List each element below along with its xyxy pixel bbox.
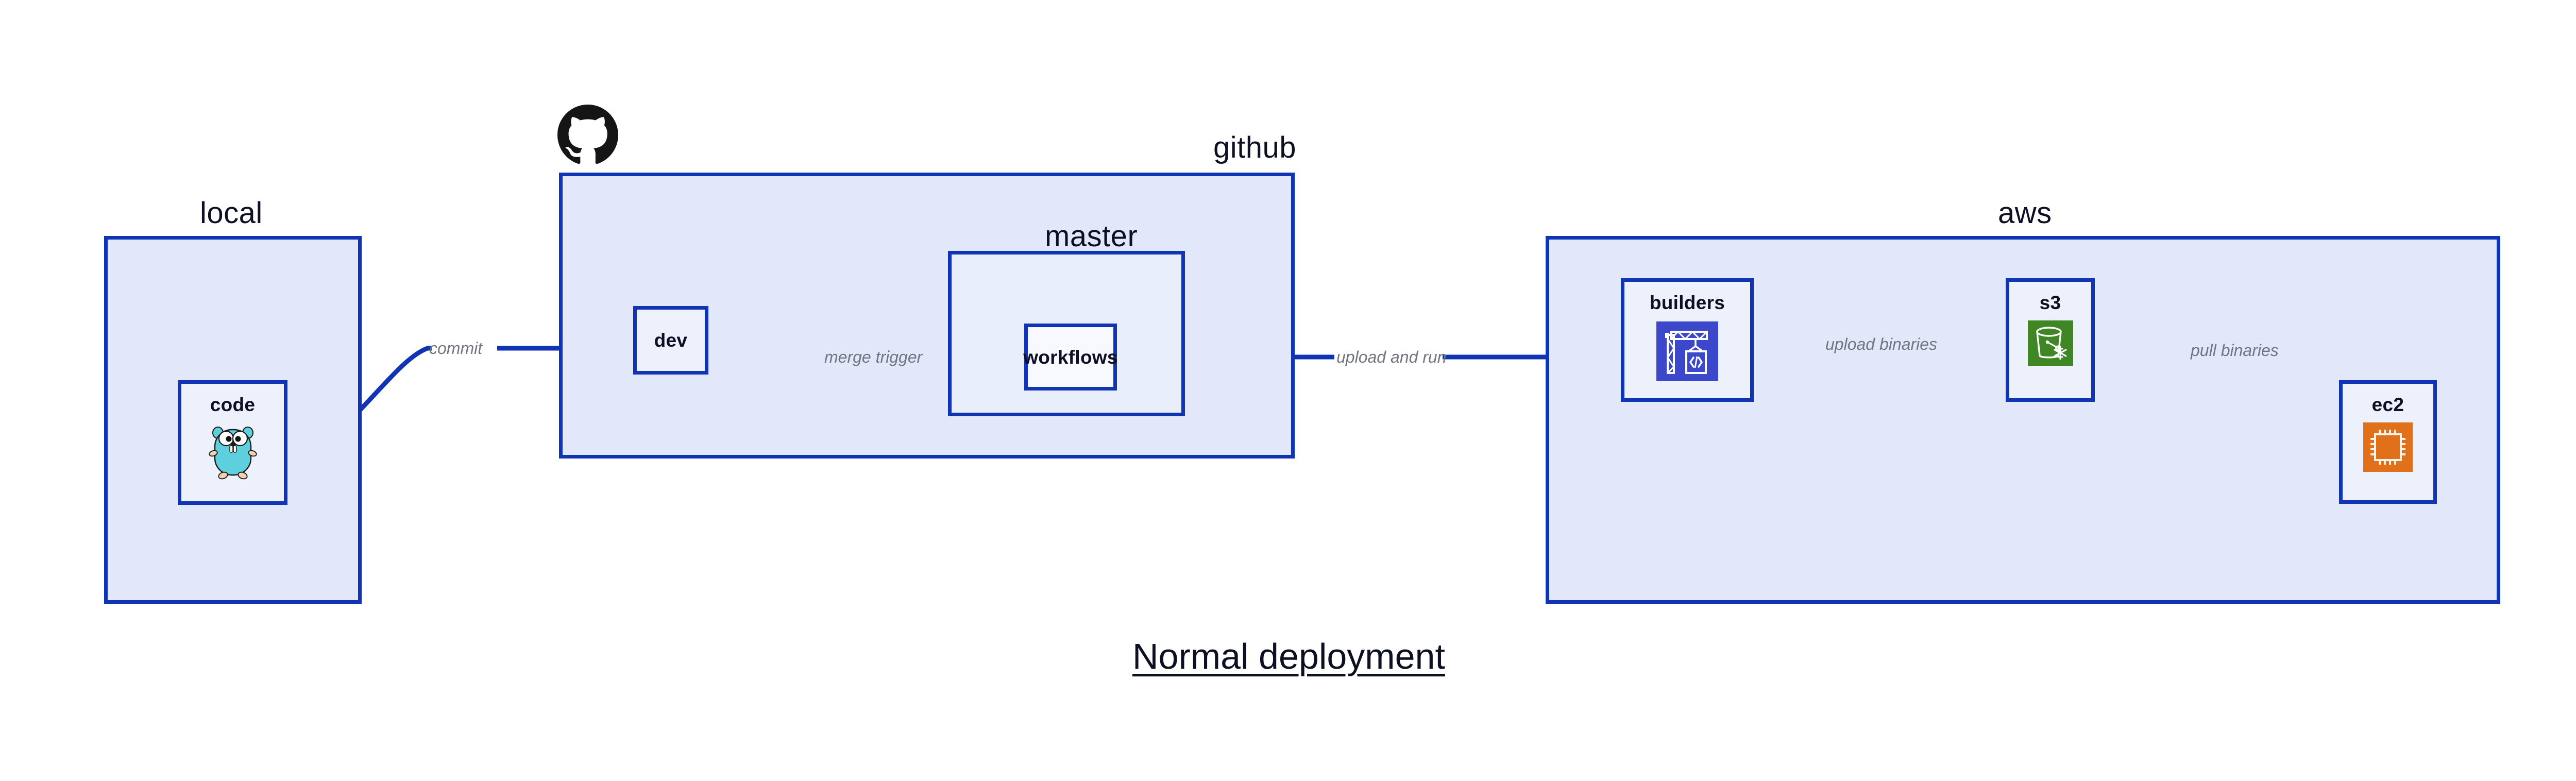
group-label-aws: aws (1998, 196, 2052, 230)
diagram-title: Normal deployment (1132, 636, 1445, 676)
node-s3[interactable]: s3 (2006, 278, 2095, 402)
node-workflows[interactable]: workflows (1023, 324, 1118, 390)
node-label-dev: dev (654, 330, 688, 351)
node-label-ec2: ec2 (2371, 394, 2404, 415)
aws-s3-glacier-icon (2027, 320, 2073, 368)
aws-codebuild-icon (1656, 321, 1718, 384)
node-label-workflows: workflows (1023, 346, 1118, 368)
node-code[interactable]: code (178, 380, 287, 505)
edge-label-pull-binaries: pull binaries (2191, 341, 2279, 360)
golang-gopher-icon (205, 421, 261, 484)
aws-ec2-chip-icon (2363, 422, 2413, 474)
edge-label-upload-binaries: upload binaries (1825, 335, 1938, 353)
node-label-code: code (210, 394, 256, 415)
edge-label-commit: commit (429, 339, 483, 358)
node-label-builders: builders (1649, 292, 1725, 313)
node-ec2[interactable]: ec2 (2339, 380, 2437, 504)
github-octocat-icon (557, 105, 618, 168)
group-label-github: github (1213, 131, 1297, 164)
group-label-master: master (1045, 219, 1138, 253)
node-builders[interactable]: builders (1621, 278, 1754, 402)
node-label-s3: s3 (2039, 292, 2061, 313)
node-dev[interactable]: dev (633, 306, 708, 375)
group-label-local: local (200, 196, 263, 230)
edge-label-merge-trigger: merge trigger (824, 348, 923, 366)
edge-label-upload-and-run: upload and run (1336, 348, 1447, 366)
